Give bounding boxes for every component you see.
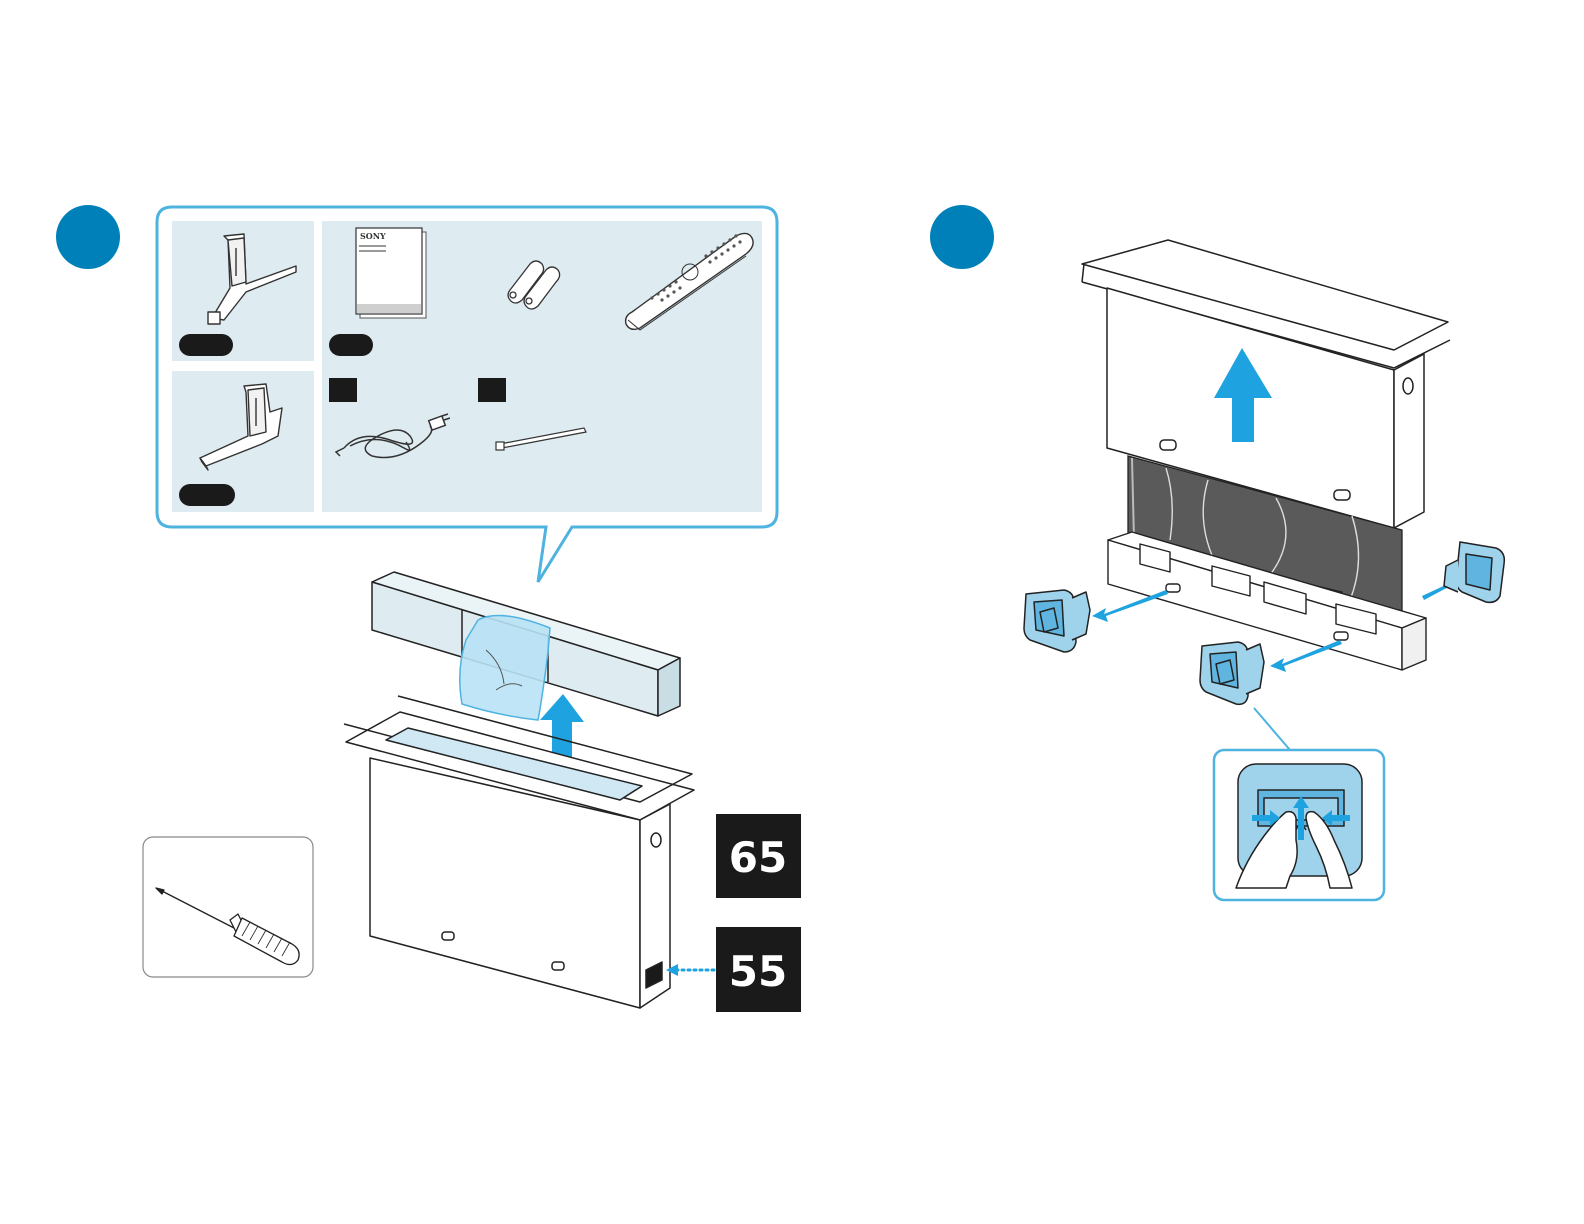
box-clip-icon — [1024, 590, 1090, 652]
step-1-marker — [56, 205, 120, 269]
accessories-callout: SONY — [157, 207, 777, 582]
manual-label-pill — [329, 334, 373, 356]
size-label-65: 65 — [729, 833, 787, 882]
power-cord-marker — [329, 378, 357, 402]
clip-detail-pointer — [1254, 708, 1310, 750]
accessory-bag — [460, 616, 550, 721]
box-clip-icon — [1444, 542, 1504, 602]
step-2-marker — [930, 205, 994, 269]
size-label-55: 55 — [729, 947, 787, 996]
stand-label-pill — [179, 484, 235, 506]
manual-brand-text: SONY — [360, 231, 386, 241]
tv-box-icon — [344, 696, 694, 1008]
cable-tie-marker — [478, 378, 506, 402]
stand-label-pill — [179, 334, 233, 356]
manual-booklet-icon: SONY — [356, 228, 426, 318]
box-clip-icon — [1200, 642, 1264, 704]
